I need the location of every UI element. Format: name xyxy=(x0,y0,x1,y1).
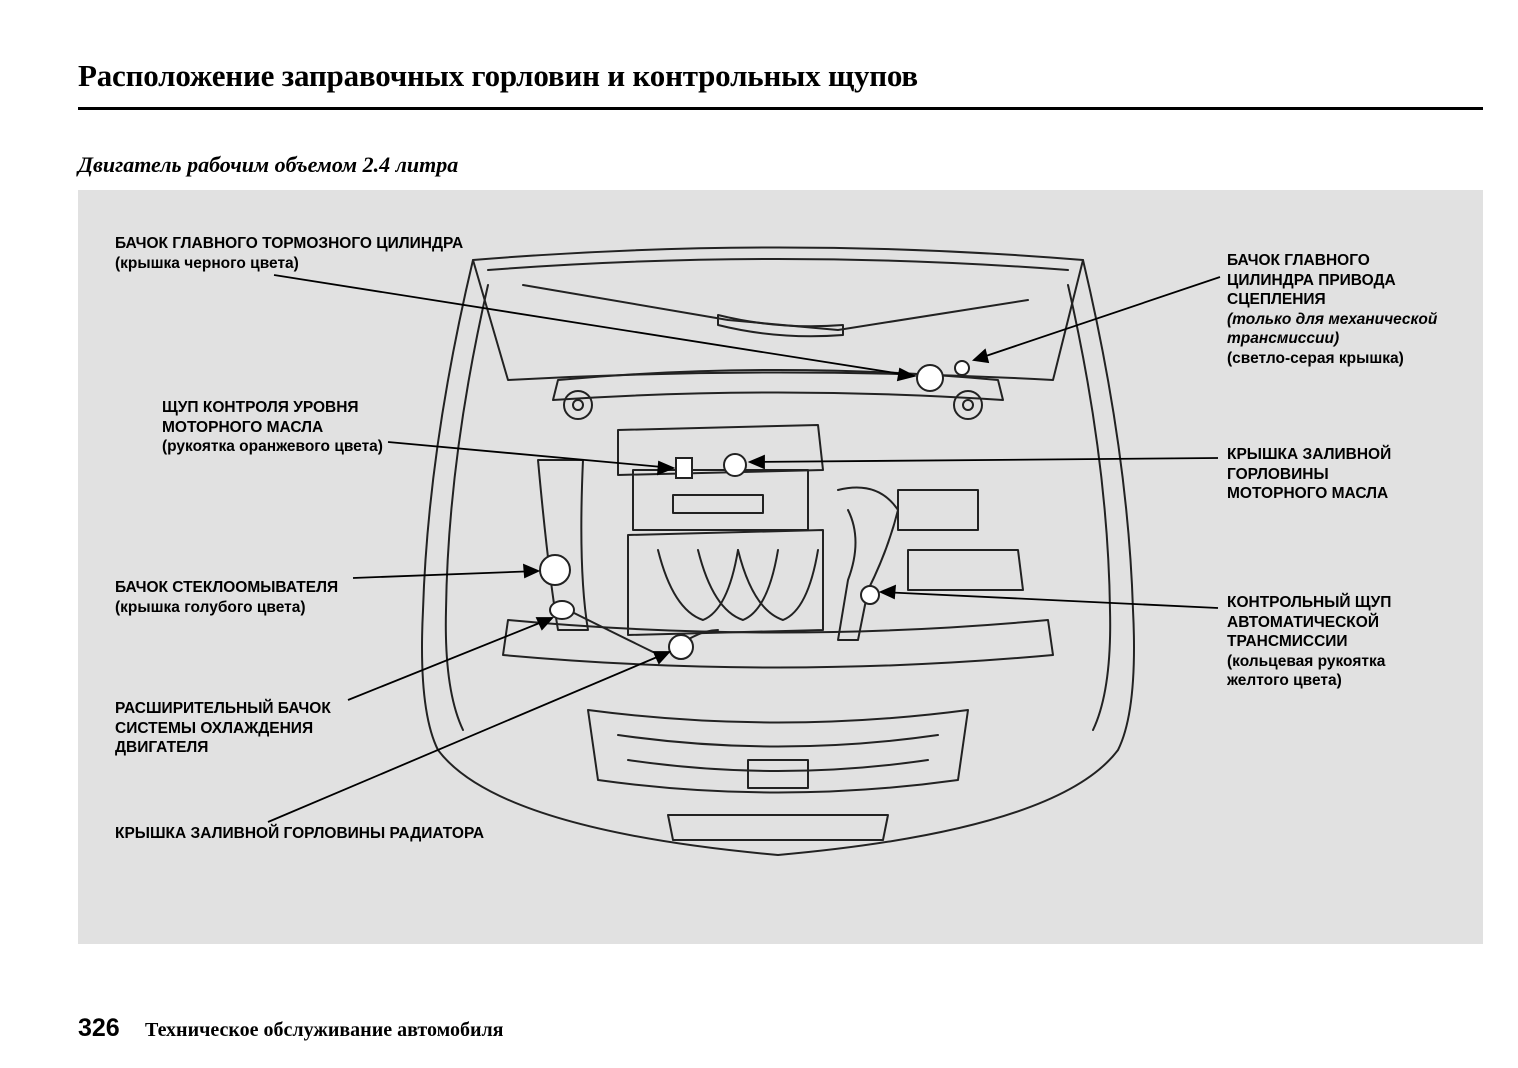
label-coolant-reservoir-line3: ДВИГАТЕЛЯ xyxy=(115,739,209,756)
page-number: 326 xyxy=(78,1014,120,1042)
footer-section-title: Техническое обслуживание автомобиля xyxy=(145,1019,504,1041)
label-radiator-cap: КРЫШКА ЗАЛИВНОЙ ГОРЛОВИНЫ РАДИАТОРА xyxy=(115,824,484,844)
label-clutch-reservoir-line3: СЦЕПЛЕНИЯ xyxy=(1227,291,1326,308)
label-atf-dipstick: КОНТРОЛЬНЫЙ ЩУП АВТОМАТИЧЕСКОЙ ТРАНСМИСС… xyxy=(1227,593,1391,691)
label-oil-filler-cap-line1: КРЫШКА ЗАЛИВНОЙ xyxy=(1227,446,1392,463)
label-washer-reservoir-note: (крышка голубого цвета) xyxy=(115,598,306,616)
label-washer-reservoir: БАЧОК СТЕКЛООМЫВАТЕЛЯ (крышка голубого ц… xyxy=(115,578,338,617)
label-oil-dipstick-line1: ЩУП КОНТРОЛЯ УРОВНЯ xyxy=(162,399,359,416)
label-oil-filler-cap-line3: МОТОРНОГО МАСЛА xyxy=(1227,485,1389,502)
label-oil-filler-cap-line2: ГОРЛОВИНЫ xyxy=(1227,465,1329,483)
label-clutch-reservoir-line4: (только для механической xyxy=(1227,310,1438,328)
label-clutch-reservoir-line1: БАЧОК ГЛАВНОГО xyxy=(1227,252,1370,269)
label-washer-reservoir-title: БАЧОК СТЕКЛООМЫВАТЕЛЯ xyxy=(115,579,339,596)
label-atf-dipstick-line5: желтого цвета) xyxy=(1227,672,1342,689)
label-oil-dipstick: ЩУП КОНТРОЛЯ УРОВНЯ МОТОРНОГО МАСЛА (рук… xyxy=(162,398,383,457)
label-atf-dipstick-line3: ТРАНСМИССИИ xyxy=(1227,633,1348,650)
label-brake-reservoir-note: (крышка черного цвета) xyxy=(115,254,299,272)
label-atf-dipstick-line4: (кольцевая рукоятка xyxy=(1227,652,1386,670)
label-clutch-reservoir-line2: ЦИЛИНДРА ПРИВОДА xyxy=(1227,271,1396,289)
label-clutch-reservoir-line6: (светло-серая крышка) xyxy=(1227,349,1404,367)
label-oil-filler-cap: КРЫШКА ЗАЛИВНОЙ ГОРЛОВИНЫ МОТОРНОГО МАСЛ… xyxy=(1227,445,1391,504)
label-clutch-reservoir-line5: трансмиссии) xyxy=(1227,330,1340,347)
label-coolant-reservoir-line2: СИСТЕМЫ ОХЛАЖДЕНИЯ xyxy=(115,719,314,737)
page-subtitle: Двигатель рабочим объемом 2.4 литра xyxy=(78,152,459,177)
label-brake-reservoir: БАЧОК ГЛАВНОГО ТОРМОЗНОГО ЦИЛИНДРА (крыш… xyxy=(115,234,463,273)
label-coolant-reservoir-line1: РАСШИРИТЕЛЬНЫЙ БАЧОК xyxy=(115,700,331,717)
label-coolant-reservoir: РАСШИРИТЕЛЬНЫЙ БАЧОК СИСТЕМЫ ОХЛАЖДЕНИЯ … xyxy=(115,699,331,758)
label-atf-dipstick-line1: КОНТРОЛЬНЫЙ ЩУП xyxy=(1227,594,1392,611)
label-brake-reservoir-title: БАЧОК ГЛАВНОГО ТОРМОЗНОГО ЦИЛИНДРА xyxy=(115,235,464,252)
page-title: Расположение заправочных горловин и конт… xyxy=(78,58,918,93)
label-clutch-reservoir: БАЧОК ГЛАВНОГО ЦИЛИНДРА ПРИВОДА СЦЕПЛЕНИ… xyxy=(1227,251,1437,368)
label-radiator-cap-title: КРЫШКА ЗАЛИВНОЙ ГОРЛОВИНЫ РАДИАТОРА xyxy=(115,825,485,842)
engine-bay-illustration xyxy=(267,246,1221,856)
title-rule xyxy=(78,107,1483,110)
engine-bay-figure: БАЧОК ГЛАВНОГО ТОРМОЗНОГО ЦИЛИНДРА (крыш… xyxy=(78,190,1483,944)
label-oil-dipstick-line2: МОТОРНОГО МАСЛА xyxy=(162,418,324,436)
label-oil-dipstick-note: (рукоятка оранжевого цвета) xyxy=(162,438,383,455)
label-atf-dipstick-line2: АВТОМАТИЧЕСКОЙ xyxy=(1227,613,1379,631)
